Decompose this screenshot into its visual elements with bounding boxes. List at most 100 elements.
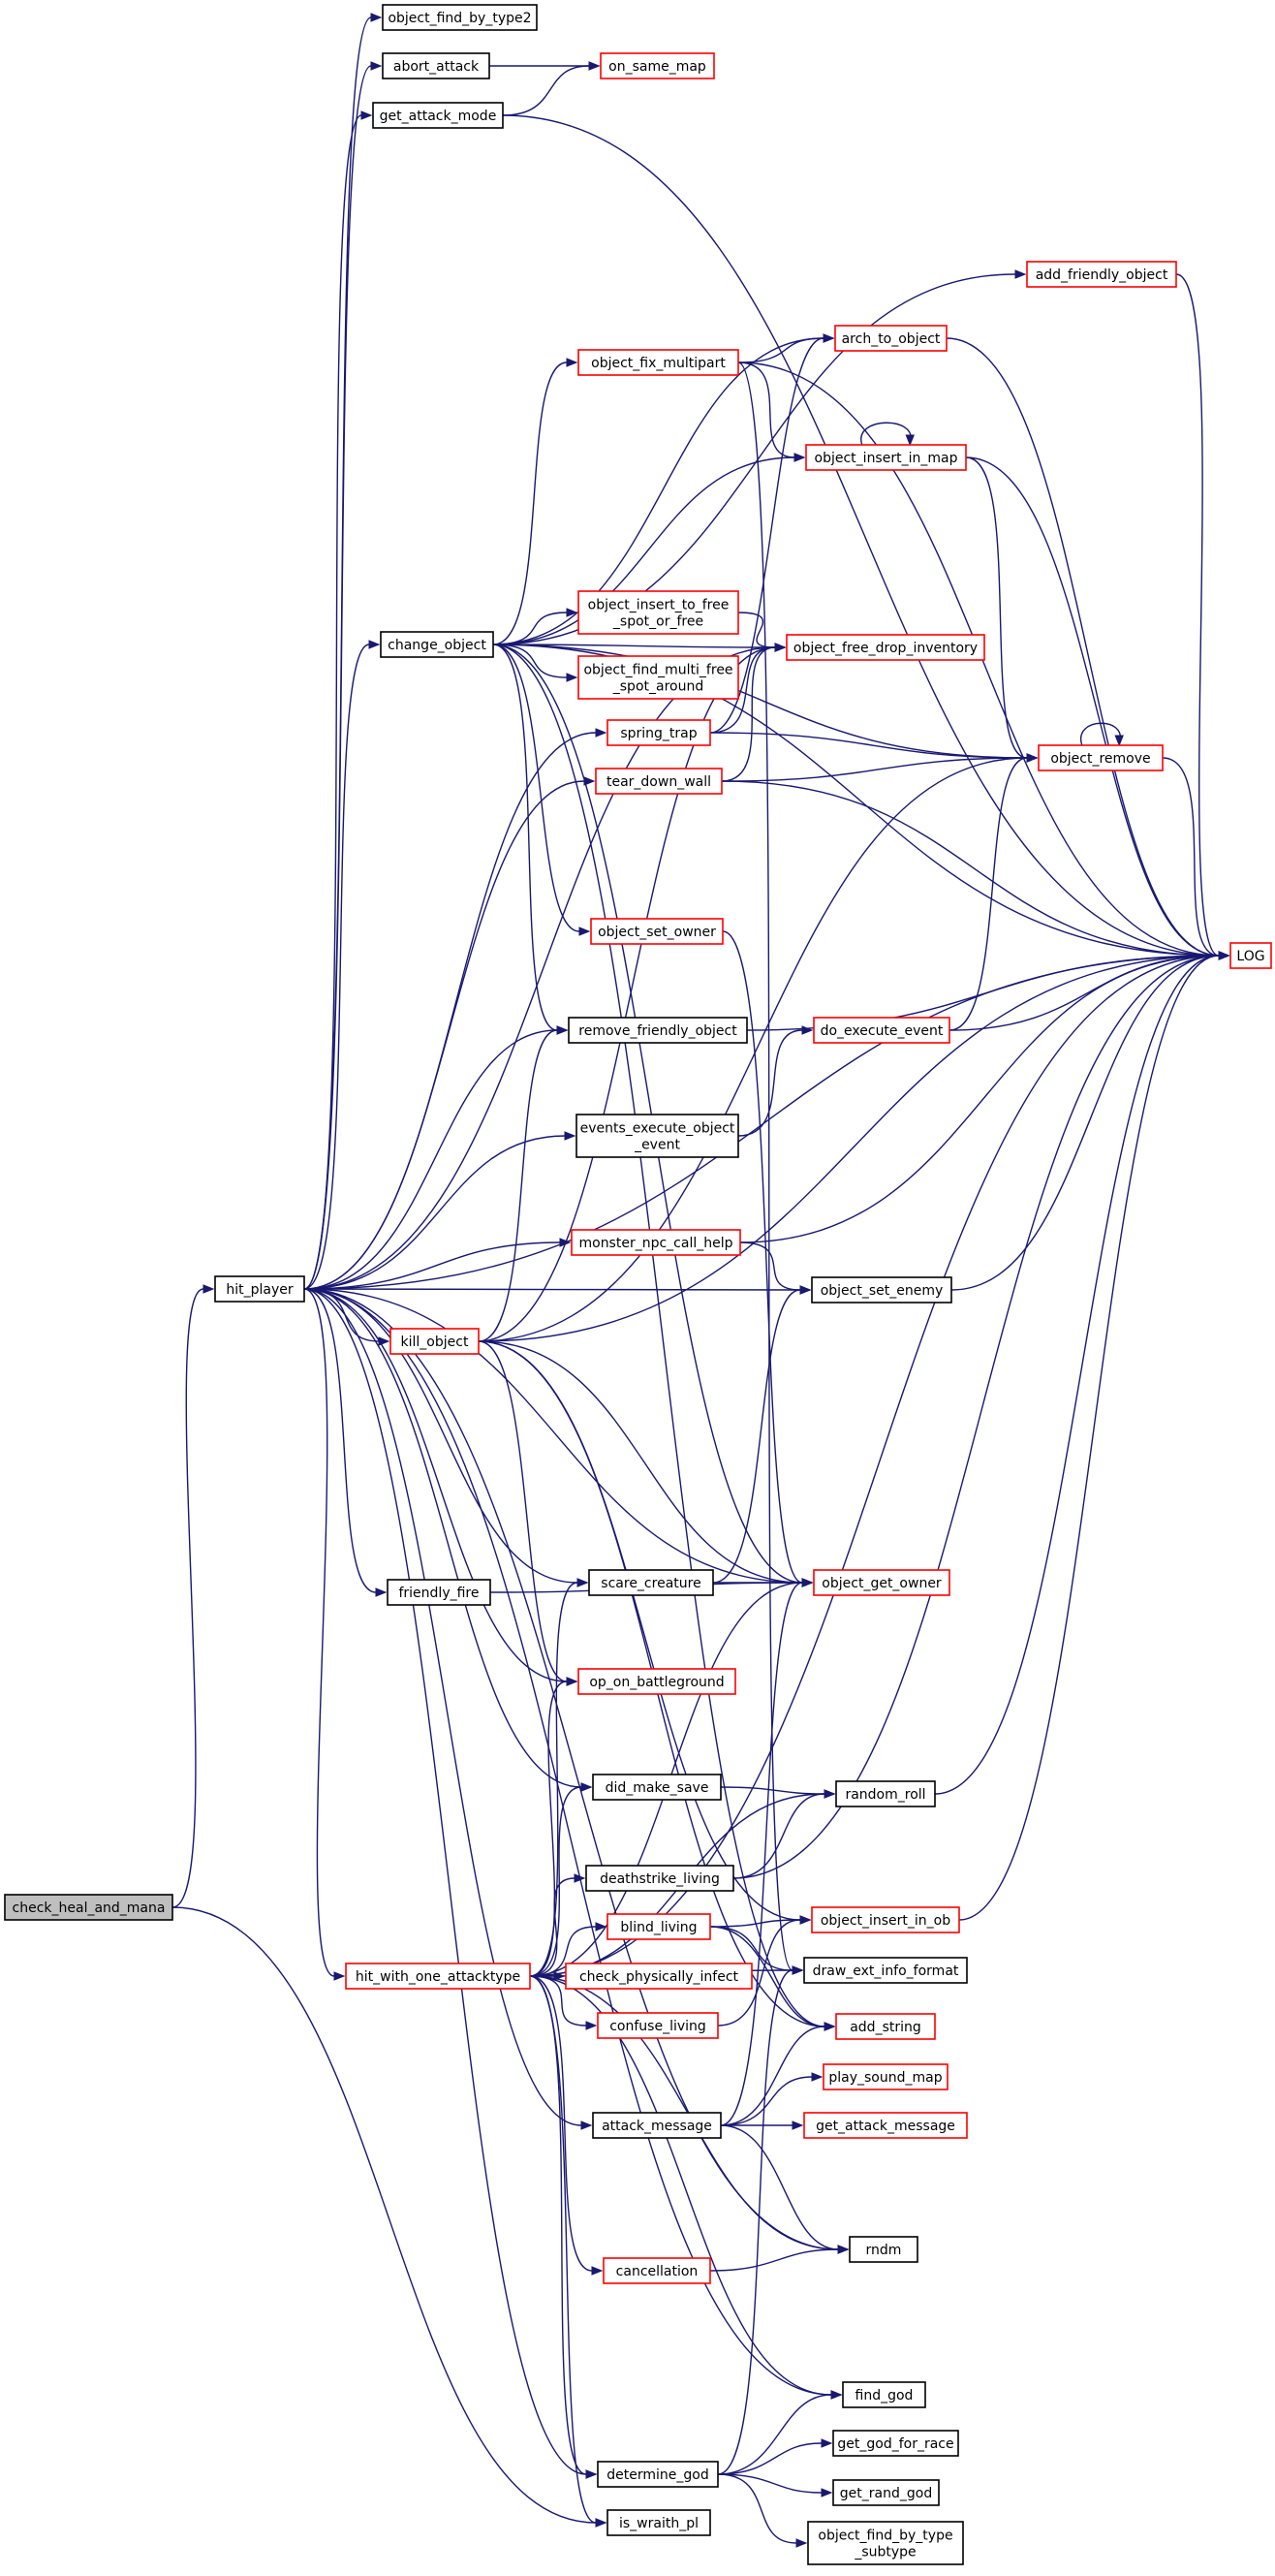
edge-line <box>709 337 824 734</box>
node-confuse-living[interactable]: confuse_living <box>597 2012 719 2039</box>
node-add-string[interactable]: add_string <box>835 2013 936 2040</box>
node-object-set-owner[interactable]: object_set_owner <box>590 918 724 945</box>
node-rndm[interactable]: rndm <box>849 2236 918 2263</box>
node-deathstrike-living[interactable]: deathstrike_living <box>585 1865 734 1892</box>
node-check-physically-infect[interactable]: check_physically_infect <box>565 1963 753 1990</box>
node-object-find-by-type2[interactable]: object_find_by_type2 <box>382 4 538 31</box>
edge-determine_god-to-find_god <box>717 2390 843 2475</box>
node-label: _event <box>634 1138 680 1153</box>
node-add-friendly-object[interactable]: add_friendly_object <box>1026 261 1177 288</box>
node-tear-down-wall[interactable]: tear_down_wall <box>595 768 723 795</box>
node-random-roll[interactable]: random_roll <box>835 1780 936 1807</box>
node-arch-to-object[interactable]: arch_to_object <box>834 325 948 352</box>
node-is-wraith-pl[interactable]: is_wraith_pl <box>606 2509 711 2536</box>
node-box <box>813 1569 950 1596</box>
node-friendly-fire[interactable]: friendly_fire <box>387 1579 491 1606</box>
edge-line <box>303 1029 558 1290</box>
edge-line <box>709 732 1028 759</box>
node-label: object_get_owner <box>822 1576 942 1591</box>
node-object-find-multi-free-spot-around[interactable]: object_find_multi_free_spot_around <box>577 655 739 700</box>
node-object-insert-to-free-spot-or-free[interactable]: object_insert_to_free_spot_or_free <box>577 590 739 635</box>
edge-line <box>492 644 803 1584</box>
node-label: object_find_by_type <box>818 2529 952 2544</box>
node-box <box>387 1579 491 1606</box>
node-attack-message[interactable]: attack_message <box>592 2112 722 2139</box>
node-hit-player[interactable]: hit_player <box>214 1275 305 1303</box>
node-find-god[interactable]: find_god <box>842 2381 926 2408</box>
edge-line <box>303 955 1220 1290</box>
edge-arrowhead <box>580 1782 593 1792</box>
node-blind-living[interactable]: blind_living <box>606 1913 711 1940</box>
edge-arrowhead <box>588 61 601 71</box>
node-hit-with-one-attacktype[interactable]: hit_with_one_attacktype <box>345 1963 531 1990</box>
node-object-fix-multipart[interactable]: object_fix_multipart <box>577 349 739 376</box>
node-box <box>590 918 724 945</box>
node-op-on-battleground[interactable]: op_on_battleground <box>577 1668 736 1695</box>
node-monster-npc-call-help[interactable]: monster_npc_call_help <box>571 1229 741 1256</box>
node-LOG[interactable]: LOG <box>1229 942 1272 969</box>
node-label: get_attack_mode <box>380 109 497 124</box>
edge-line <box>720 1582 803 2126</box>
edge-confuse_living-to-object_insert_in_ob <box>717 1915 812 2026</box>
node-box <box>606 2509 711 2536</box>
edge-arrowhead <box>1014 269 1027 279</box>
node-scare-creature[interactable]: scare_creature <box>588 1569 714 1596</box>
node-label: check_heal_and_mana <box>13 1901 166 1916</box>
node-events-execute-object-event[interactable]: events_execute_object_event <box>575 1114 739 1158</box>
edge-arrowhead <box>556 1025 569 1035</box>
node-object-set-enemy[interactable]: object_set_enemy <box>811 1276 952 1304</box>
node-label: op_on_battleground <box>589 1675 724 1690</box>
node-draw-ext-info-format[interactable]: draw_ext_info_format <box>803 1957 968 1984</box>
edge-arrowhead <box>799 1915 812 1925</box>
edge-line <box>303 1135 566 1290</box>
node-object-find-by-type-subtype[interactable]: object_find_by_type_subtype <box>807 2521 964 2565</box>
edge-line <box>478 955 1220 1342</box>
edge-line <box>303 1288 335 1977</box>
edge-arrowhead <box>595 728 607 738</box>
node-object-insert-in-ob[interactable]: object_insert_in_ob <box>811 1906 960 1933</box>
edge-arrowhead <box>801 1025 814 1035</box>
edge-line <box>712 1289 801 1584</box>
node-box <box>807 2521 964 2565</box>
edge-tear_down_wall-to-object_remove <box>721 753 1039 782</box>
edge-line <box>965 456 1028 759</box>
node-abort-attack[interactable]: abort_attack <box>382 52 490 79</box>
node-did-make-save[interactable]: did_make_save <box>592 1774 722 1801</box>
node-box <box>565 1963 753 1990</box>
node-object-free-drop-inventory[interactable]: object_free_drop_inventory <box>786 634 985 661</box>
edge-line <box>722 930 803 1584</box>
edge-change_object-to-object_insert_to_free_spot_or_free <box>492 608 578 645</box>
node-object-get-owner[interactable]: object_get_owner <box>813 1569 950 1596</box>
node-spring-trap[interactable]: spring_trap <box>606 719 711 746</box>
node-box <box>803 1957 968 1984</box>
node-label: friendly_fire <box>398 1586 479 1601</box>
node-get-god-for-race[interactable]: get_god_for_race <box>832 2430 959 2457</box>
edge-arrowhead <box>801 1578 814 1587</box>
node-do-execute-event[interactable]: do_execute_event <box>813 1017 950 1044</box>
edge-line <box>737 612 776 648</box>
edge-line <box>720 2076 813 2126</box>
node-kill-object[interactable]: kill_object <box>389 1328 480 1355</box>
node-get-rand-god[interactable]: get_rand_god <box>832 2479 940 2506</box>
edge-line <box>948 757 1028 1031</box>
edge-line <box>303 1241 561 1290</box>
node-get-attack-mode[interactable]: get_attack_mode <box>372 102 504 129</box>
edge-line <box>721 757 1028 782</box>
node-object-remove[interactable]: object_remove <box>1038 744 1164 771</box>
edge-check_heal_and_mana-to-is_wraith_pl <box>171 1906 607 2528</box>
node-label: add_friendly_object <box>1036 267 1168 283</box>
node-play-sound-map[interactable]: play_sound_map <box>823 2063 948 2090</box>
node-cancellation[interactable]: cancellation <box>603 2257 711 2284</box>
node-box <box>803 2112 968 2139</box>
node-on-same-map[interactable]: on_same_map <box>600 52 715 79</box>
edge-spring_trap-to-object_remove <box>709 732 1039 763</box>
edge-line <box>529 1582 578 1977</box>
node-remove-friendly-object[interactable]: remove_friendly_object <box>568 1017 748 1044</box>
node-object-insert-in-map[interactable]: object_insert_in_map <box>805 444 967 471</box>
node-determine-god[interactable]: determine_god <box>597 2461 719 2488</box>
edge-line <box>1175 273 1220 957</box>
node-get-attack-message[interactable]: get_attack_message <box>803 2112 968 2139</box>
node-check-heal-and-mana[interactable]: check_heal_and_mana <box>4 1894 173 1921</box>
node-change-object[interactable]: change_object <box>380 631 494 658</box>
node-label: abort_attack <box>393 59 480 75</box>
